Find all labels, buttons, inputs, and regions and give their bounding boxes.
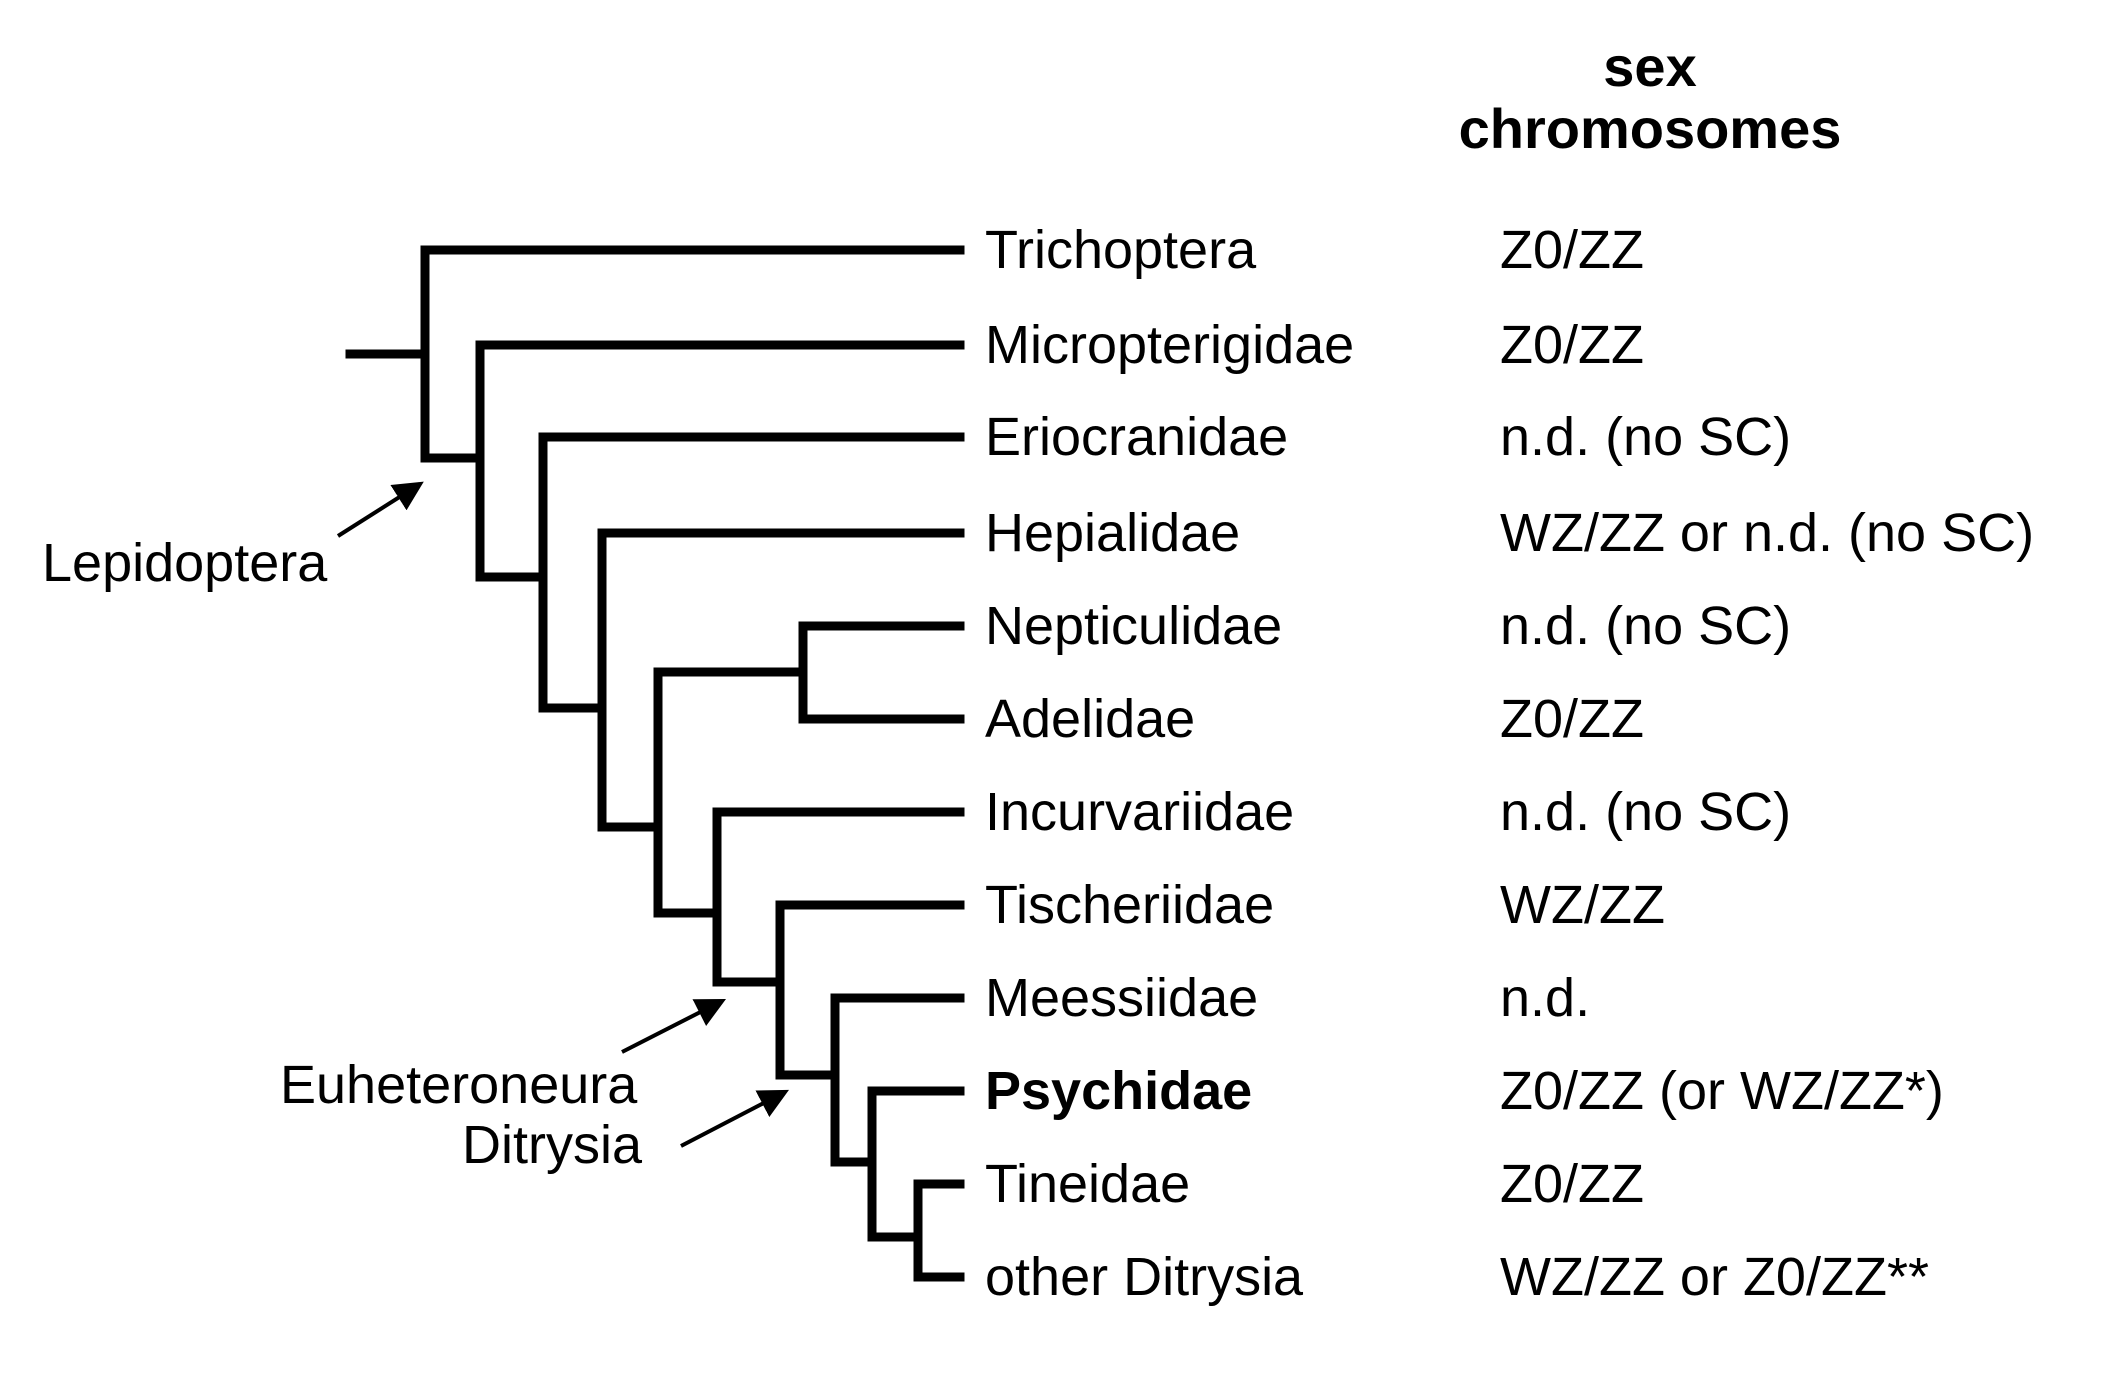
clade-label-euheteroneura: Euheteroneura [280, 1055, 638, 1115]
column-header-line2: chromosomes [1458, 97, 1842, 160]
taxon-label-hepialidae: Hepialidae [985, 503, 1241, 563]
node-hepialidae-branch [597, 528, 965, 832]
node-incurvariidae-branch [712, 807, 965, 987]
sex-chromosome-value-other-ditrysia: WZ/ZZ or Z0/ZZ** [1500, 1247, 1929, 1307]
taxon-label-tineidae: Tineidae [985, 1154, 1191, 1214]
node-euheteroneura-tischeriidae-branch [775, 900, 965, 1080]
node-lepidoptera-micropterigidae-branch [475, 340, 965, 582]
sex-chromosome-value-incurvariidae: n.d. (no SC) [1500, 782, 1792, 842]
sex-chromosome-value-micropterigidae: Z0/ZZ [1500, 315, 1644, 375]
sex-chromosomes-column-header: sex chromosomes [1440, 36, 1860, 160]
taxon-label-nepticulidae: Nepticulidae [985, 596, 1283, 656]
lepidoptera-pointer-arrow [336, 481, 424, 538]
clade-label-lepidoptera: Lepidoptera [42, 533, 328, 593]
cherry-nepticulidae-adelidae [798, 621, 965, 724]
taxon-label-other-ditrysia: other Ditrysia [985, 1247, 1304, 1307]
taxon-label-incurvariidae: Incurvariidae [985, 782, 1295, 842]
taxon-label-eriocranidae: Eriocranidae [985, 407, 1289, 467]
sex-chromosome-value-tischeriidae: WZ/ZZ [1500, 875, 1665, 935]
taxon-label-micropterigidae: Micropterigidae [985, 315, 1355, 375]
taxon-label-meessiidae: Meessiidae [985, 968, 1259, 1028]
clade-label-ditrysia: Ditrysia [462, 1115, 643, 1175]
taxon-label-adelidae: Adelidae [985, 689, 1196, 749]
sex-chromosome-value-psychidae: Z0/ZZ (or WZ/ZZ*) [1500, 1061, 1944, 1121]
taxon-label-psychidae: Psychidae [985, 1061, 1253, 1121]
sex-chromosome-value-hepialidae: WZ/ZZ or n.d. (no SC) [1500, 503, 2035, 563]
taxon-label-trichoptera: Trichoptera [985, 220, 1257, 280]
sex-chromosome-value-trichoptera: Z0/ZZ [1500, 220, 1644, 280]
node-ditrysia-meessiidae-branch [830, 993, 965, 1167]
column-header-line1: sex [1603, 35, 1697, 98]
node-root-trichoptera-branch [420, 245, 965, 463]
node-nepticulidae-adelidae-vs-rest [653, 667, 808, 918]
node-psychidae-branch [867, 1086, 965, 1242]
sex-chromosome-value-tineidae: Z0/ZZ [1500, 1154, 1644, 1214]
sex-chromosome-value-adelidae: Z0/ZZ [1500, 689, 1644, 749]
euheteroneura-pointer-arrow [621, 998, 727, 1054]
taxon-label-tischeriidae: Tischeriidae [985, 875, 1275, 935]
sex-chromosome-value-nepticulidae: n.d. (no SC) [1500, 596, 1792, 656]
sex-chromosome-value-eriocranidae: n.d. (no SC) [1500, 407, 1792, 467]
cherry-tineidae-other-ditrysia [913, 1179, 965, 1282]
ditrysia-pointer-arrow [680, 1089, 789, 1148]
node-eriocranidae-branch [538, 432, 965, 713]
sex-chromosome-value-meessiidae: n.d. [1500, 968, 1591, 1028]
